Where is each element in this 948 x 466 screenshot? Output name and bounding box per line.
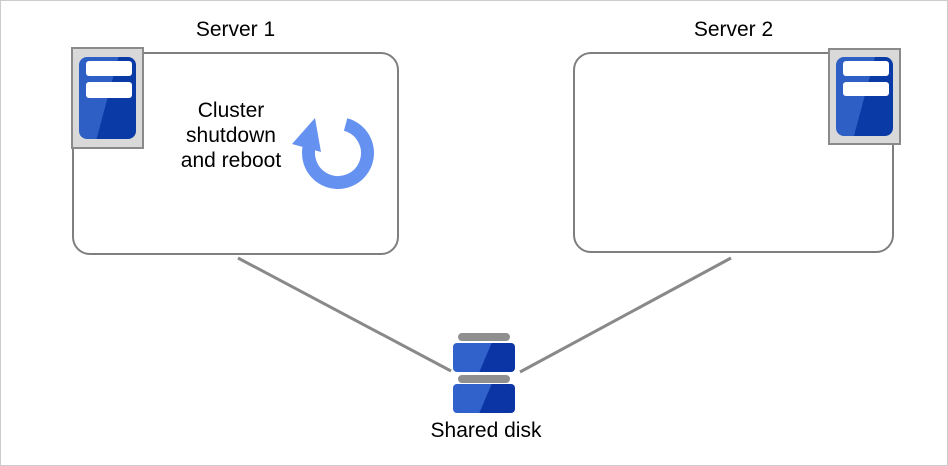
server2-title: Server 2 [693,18,774,41]
disk-cap [458,375,510,383]
cluster-action-label: Cluster shutdown and reboot [156,98,306,173]
connector-line-server1-disk [237,256,452,373]
disk-cap [458,333,510,341]
cluster-action-line: shutdown [186,124,276,147]
disk-platter [453,343,515,372]
cluster-action-line: Cluster [197,99,265,122]
server-drive-bay [86,60,133,77]
reboot-arrow-icon [292,118,374,189]
server-tower-icon [71,47,144,149]
server-drive-bay [843,81,890,97]
connector-line-server2-disk [519,256,732,374]
cluster-action-line: and reboot [180,149,282,172]
server1-title: Server 1 [195,18,276,41]
shared-disk-label: Shared disk [430,419,542,442]
server-drive-bay [843,61,890,77]
disk-platter [453,384,515,413]
server-tower-icon [828,48,901,145]
shared-disk-icon [453,333,515,414]
server-drive-bay [86,82,133,98]
